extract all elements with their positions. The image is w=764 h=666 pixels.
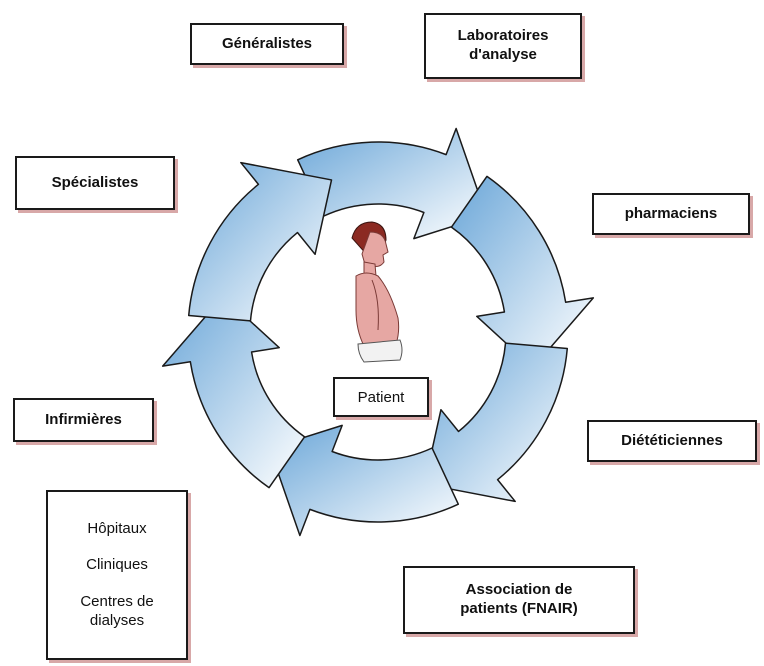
- actor-pharmaciens: pharmaciens: [592, 193, 750, 235]
- arrow-bottom-left: [163, 296, 305, 487]
- actor-generalistes: Généralistes: [190, 23, 344, 65]
- patient-label-box: Patient: [333, 377, 429, 417]
- actor-infirmieres: Infirmières: [13, 398, 154, 442]
- actor-association-label-line2: patients (FNAIR): [460, 600, 578, 619]
- actor-etablissements-cliniques: Cliniques: [86, 556, 148, 575]
- arrow-top-right: [451, 176, 593, 367]
- actor-specialistes-label: Spécialistes: [52, 174, 139, 193]
- actor-dieteticiennes-label: Diététiciennes: [621, 432, 723, 451]
- actor-laboratoires-label-line2: d'analyse: [469, 46, 537, 65]
- actor-etablissements-dialyses: dialyses: [80, 612, 153, 631]
- actor-laboratoires: Laboratoires d'analyse: [424, 13, 582, 79]
- actor-etablissements: Hôpitaux Cliniques Centres de dialyses: [46, 490, 188, 660]
- actor-association-label-line1: Association de: [466, 581, 573, 600]
- actor-generalistes-label: Généralistes: [222, 35, 312, 54]
- actor-etablissements-centres: Centres de: [80, 593, 153, 612]
- actor-pharmaciens-label: pharmaciens: [625, 205, 718, 224]
- actor-specialistes: Spécialistes: [15, 156, 175, 210]
- patient-figure-icon: [352, 222, 402, 362]
- patient-label: Patient: [358, 389, 405, 406]
- actor-association: Association de patients (FNAIR): [403, 566, 635, 634]
- actor-etablissements-centres-group: Centres de dialyses: [80, 593, 153, 631]
- actor-infirmieres-label: Infirmières: [45, 411, 122, 430]
- actor-laboratoires-label-line1: Laboratoires: [458, 27, 549, 46]
- actor-etablissements-hopitaux: Hôpitaux: [87, 520, 146, 539]
- actor-dieteticiennes: Diététiciennes: [587, 420, 757, 462]
- arrow-left: [189, 163, 332, 321]
